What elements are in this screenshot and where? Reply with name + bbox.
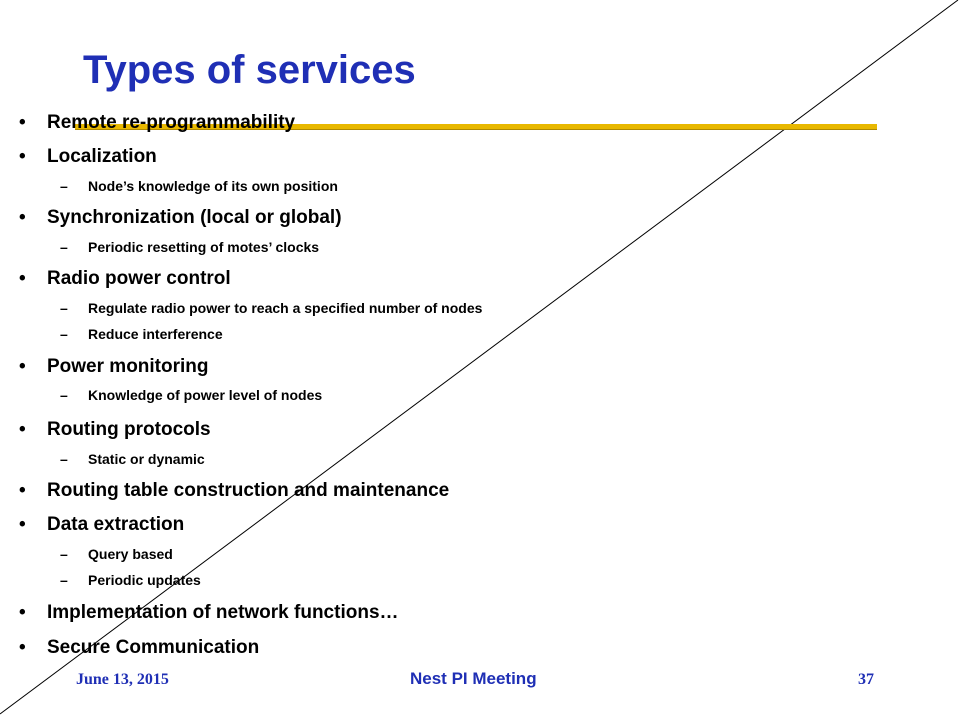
- bullet-text: Localization: [47, 146, 157, 167]
- bullet-marker: •: [19, 480, 26, 501]
- sub-bullet-marker: –: [60, 239, 68, 255]
- bullet-text: Secure Communication: [47, 637, 260, 658]
- bullet-text: Synchronization (local or global): [47, 207, 342, 228]
- bullet-marker: •: [19, 514, 26, 535]
- bullet-marker: •: [19, 602, 26, 623]
- footer-date: June 13, 2015: [76, 671, 169, 688]
- bullet-marker: •: [19, 637, 26, 658]
- bullet-text: Remote re-programmability: [47, 112, 296, 133]
- sub-bullet-marker: –: [60, 451, 68, 467]
- sub-bullet-text: Query based: [88, 546, 173, 562]
- sub-bullet-text: Knowledge of power level of nodes: [88, 387, 323, 403]
- bullet-text: Power monitoring: [47, 356, 209, 377]
- bullet-text: Radio power control: [47, 268, 231, 289]
- sub-bullet-marker: –: [60, 572, 68, 588]
- sub-bullet-marker: –: [60, 326, 68, 342]
- slide-title: Types of services: [83, 48, 416, 92]
- bullet-marker: •: [19, 112, 26, 133]
- bullet-text: Routing table construction and maintenan…: [47, 480, 450, 501]
- bullet-text: Data extraction: [47, 514, 185, 535]
- page-number: 37: [858, 671, 874, 688]
- bullet-marker: •: [19, 207, 26, 228]
- bullet-text: Implementation of network functions…: [47, 602, 399, 623]
- bullet-marker: •: [19, 146, 26, 167]
- footer-title: Nest PI Meeting: [410, 669, 537, 688]
- sub-bullet-marker: –: [60, 546, 68, 562]
- sub-bullet-text: Periodic updates: [88, 572, 201, 588]
- sub-bullet-text: Regulate radio power to reach a specifie…: [88, 300, 483, 316]
- sub-bullet-marker: –: [60, 300, 68, 316]
- bullet-marker: •: [19, 268, 26, 289]
- bullet-text: Routing protocols: [47, 419, 211, 440]
- title-underline: [75, 124, 877, 130]
- sub-bullet-text: Periodic resetting of motes’ clocks: [88, 239, 320, 255]
- sub-bullet-marker: –: [60, 178, 68, 194]
- sub-bullet-text: Node’s knowledge of its own position: [88, 178, 338, 194]
- bullet-marker: •: [19, 419, 26, 440]
- bullet-marker: •: [19, 356, 26, 377]
- sub-bullet-text: Static or dynamic: [88, 451, 205, 467]
- sub-bullet-text: Reduce interference: [88, 326, 223, 342]
- sub-bullet-marker: –: [60, 387, 68, 403]
